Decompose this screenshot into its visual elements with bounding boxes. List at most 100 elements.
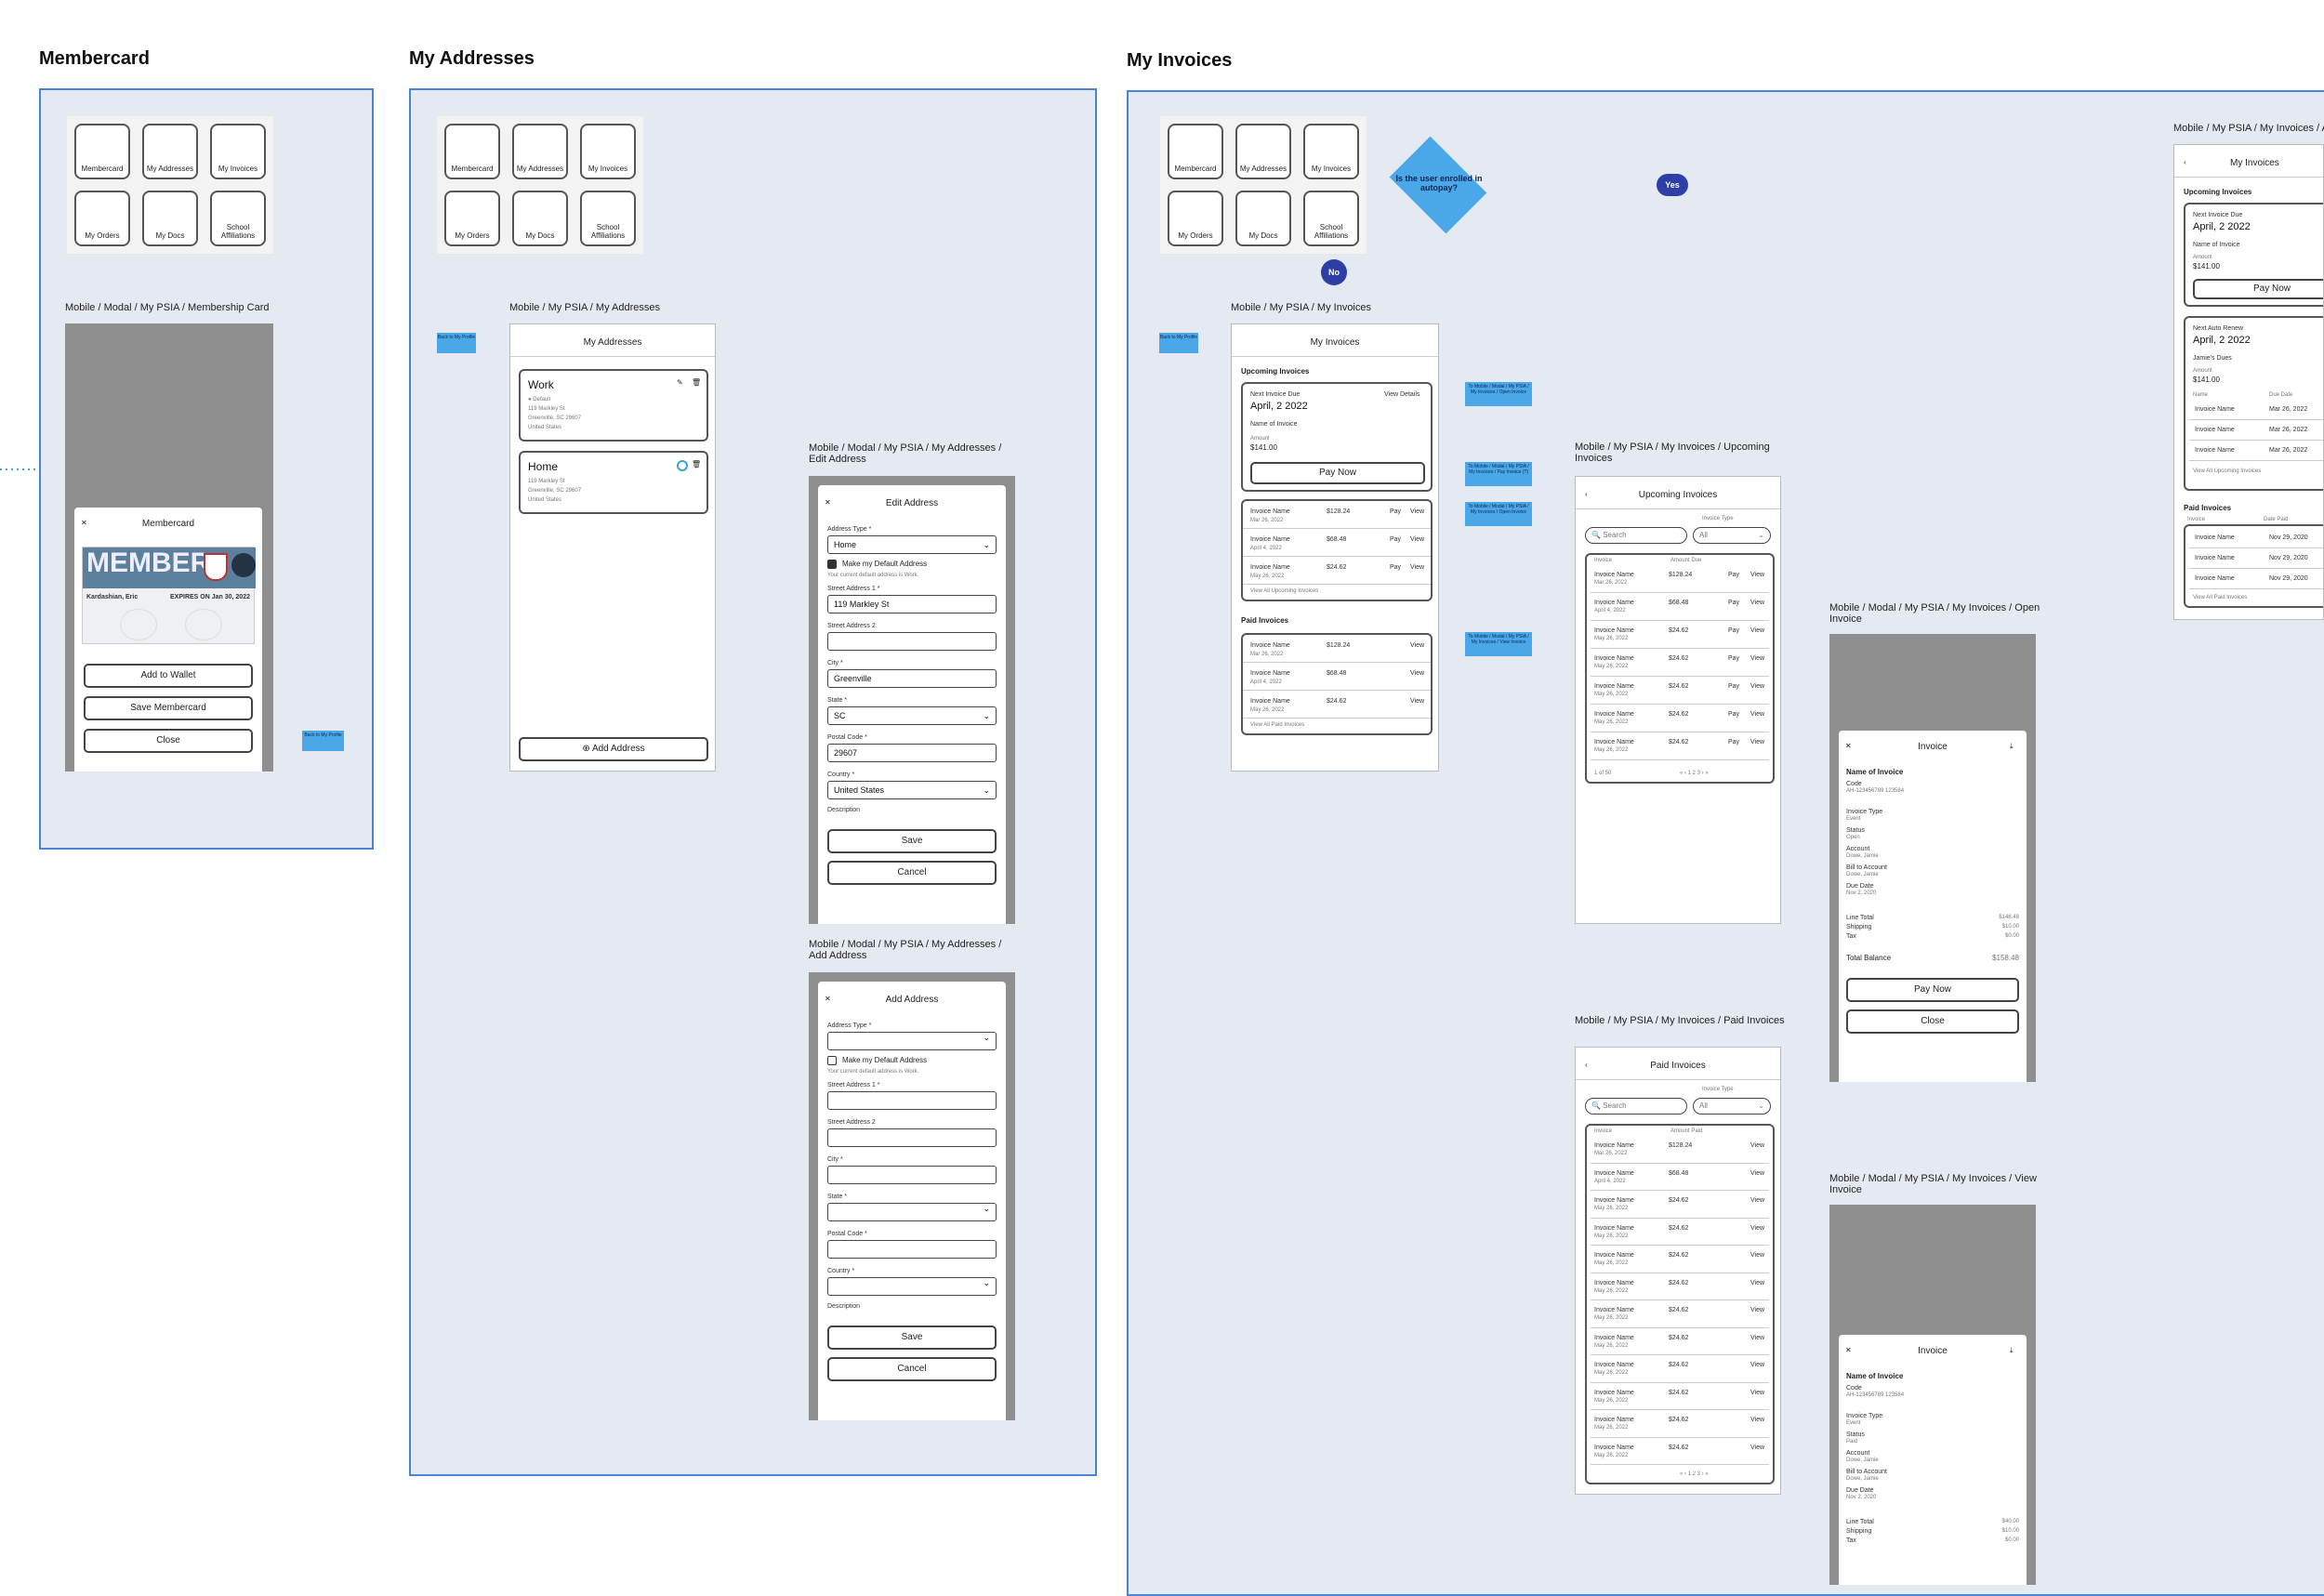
view-link[interactable]: View (1410, 642, 1425, 649)
edit-icon[interactable]: ✎ (677, 378, 683, 387)
view-link[interactable]: View (1750, 627, 1765, 634)
tile-membercard[interactable]: Membercard (74, 124, 130, 179)
trash-icon[interactable]: 🗑 (692, 378, 702, 387)
pay-link[interactable]: Pay (1728, 600, 1740, 606)
tile-my-orders[interactable]: My Orders (74, 191, 130, 246)
view-link[interactable]: View (1750, 1307, 1765, 1313)
trash-icon[interactable]: 🗑 (692, 460, 702, 468)
tile-my-docs[interactable]: My Docs (512, 191, 568, 246)
tile-my-docs[interactable]: My Docs (142, 191, 198, 246)
save-membercard-button[interactable]: Save Membercard (84, 696, 253, 720)
view-link[interactable]: View (1750, 1224, 1765, 1232)
view-link[interactable]: View (1750, 1417, 1765, 1423)
view-link[interactable]: View (1750, 1169, 1765, 1177)
tile-membercard[interactable]: Membercard (444, 124, 500, 179)
tile-school-affiliations[interactable]: School Affiliations (210, 191, 266, 246)
view-link[interactable]: View (1750, 1197, 1765, 1204)
cancel-button[interactable]: Cancel (827, 861, 997, 885)
state-select[interactable]: SC⌄ (827, 706, 997, 725)
tile-my-addresses[interactable]: My Addresses (142, 124, 198, 179)
street2-input[interactable] (827, 632, 997, 651)
close-icon[interactable]: ✕ (825, 995, 831, 1003)
invoice-type-select[interactable]: All⌄ (1693, 1098, 1771, 1115)
address-card-work[interactable]: Work ✎ 🗑 ● Default 119 Markley St Greenv… (519, 369, 708, 442)
search-input[interactable]: 🔍 Search (1585, 527, 1687, 544)
close-icon[interactable]: ✕ (1845, 1346, 1852, 1354)
tile-my-addresses[interactable]: My Addresses (512, 124, 568, 179)
invoice-type-select[interactable]: All⌄ (1693, 527, 1771, 544)
default-checkbox[interactable] (827, 1056, 837, 1065)
close-icon[interactable]: ✕ (1845, 742, 1852, 750)
view-link[interactable]: View (1750, 600, 1765, 606)
view-all-upcoming-link[interactable]: View All Upcoming Invoices (2193, 468, 2262, 474)
postal-input[interactable]: 29607 (827, 744, 997, 762)
view-link[interactable]: View (1750, 683, 1765, 690)
default-checkbox[interactable] (827, 560, 837, 569)
street1-input[interactable] (827, 1091, 997, 1110)
street2-input[interactable] (827, 1128, 997, 1147)
view-link[interactable]: View (1750, 572, 1765, 578)
close-icon[interactable]: ✕ (825, 498, 831, 507)
street1-input[interactable]: 119 Markley St (827, 595, 997, 613)
view-link[interactable]: View (1750, 711, 1765, 718)
view-all-upcoming-link[interactable]: View All Upcoming Invoices (1250, 588, 1319, 594)
view-link[interactable]: View (1410, 536, 1425, 543)
country-select[interactable]: United States⌄ (827, 781, 997, 799)
city-input[interactable] (827, 1166, 997, 1184)
pay-link[interactable]: Pay (1728, 627, 1740, 634)
address-type-select[interactable]: ⌄ (827, 1032, 997, 1050)
view-all-paid-link[interactable]: View All Paid Invoices (1250, 722, 1305, 728)
pagination-icon[interactable]: « ‹ 1 2 3 › » (1680, 771, 1709, 776)
tile-my-orders[interactable]: My Orders (444, 191, 500, 246)
view-link[interactable]: View (1410, 698, 1425, 705)
pay-now-button[interactable]: Pay Now (2193, 279, 2323, 299)
pay-link[interactable]: Pay (1728, 711, 1740, 718)
tile-school-affiliations[interactable]: School Affiliations (580, 191, 636, 246)
download-icon[interactable]: ⤓ (2010, 1346, 2014, 1354)
tile-school-affiliations[interactable]: School Affiliations (1303, 191, 1359, 246)
pay-link[interactable]: Pay (1728, 655, 1740, 662)
view-link[interactable]: View (1750, 655, 1765, 662)
close-button[interactable]: Close (84, 729, 253, 753)
close-icon[interactable]: ✕ (81, 519, 87, 527)
view-link[interactable]: View (1750, 739, 1765, 745)
country-select[interactable]: ⌄ (827, 1277, 997, 1296)
view-link[interactable]: View (1750, 1444, 1765, 1451)
pay-link[interactable]: Pay (1390, 564, 1402, 571)
view-link[interactable]: View (1410, 564, 1425, 571)
close-button[interactable]: Close (1846, 1009, 2019, 1034)
view-link[interactable]: View (1750, 1362, 1765, 1368)
back-chevron-icon[interactable]: ‹ (1585, 490, 1588, 498)
edit-icon[interactable] (677, 460, 688, 471)
tile-my-orders[interactable]: My Orders (1168, 191, 1223, 246)
pagination-icon[interactable]: « ‹ 1 2 3 › » (1680, 1471, 1709, 1477)
save-button[interactable]: Save (827, 1326, 997, 1350)
city-input[interactable]: Greenville (827, 669, 997, 688)
pay-link[interactable]: Pay (1390, 508, 1402, 515)
address-card-home[interactable]: Home 🗑 119 Markley St Greenville, SC 296… (519, 451, 708, 514)
back-chevron-icon[interactable]: ‹ (2184, 158, 2186, 166)
download-icon[interactable]: ⤓ (2010, 742, 2014, 750)
search-input[interactable]: 🔍 Search (1585, 1098, 1687, 1115)
pay-link[interactable]: Pay (1728, 572, 1740, 578)
state-select[interactable]: ⌄ (827, 1203, 997, 1221)
tile-my-invoices[interactable]: My Invoices (1303, 124, 1359, 179)
view-link[interactable]: View (1750, 1334, 1765, 1341)
